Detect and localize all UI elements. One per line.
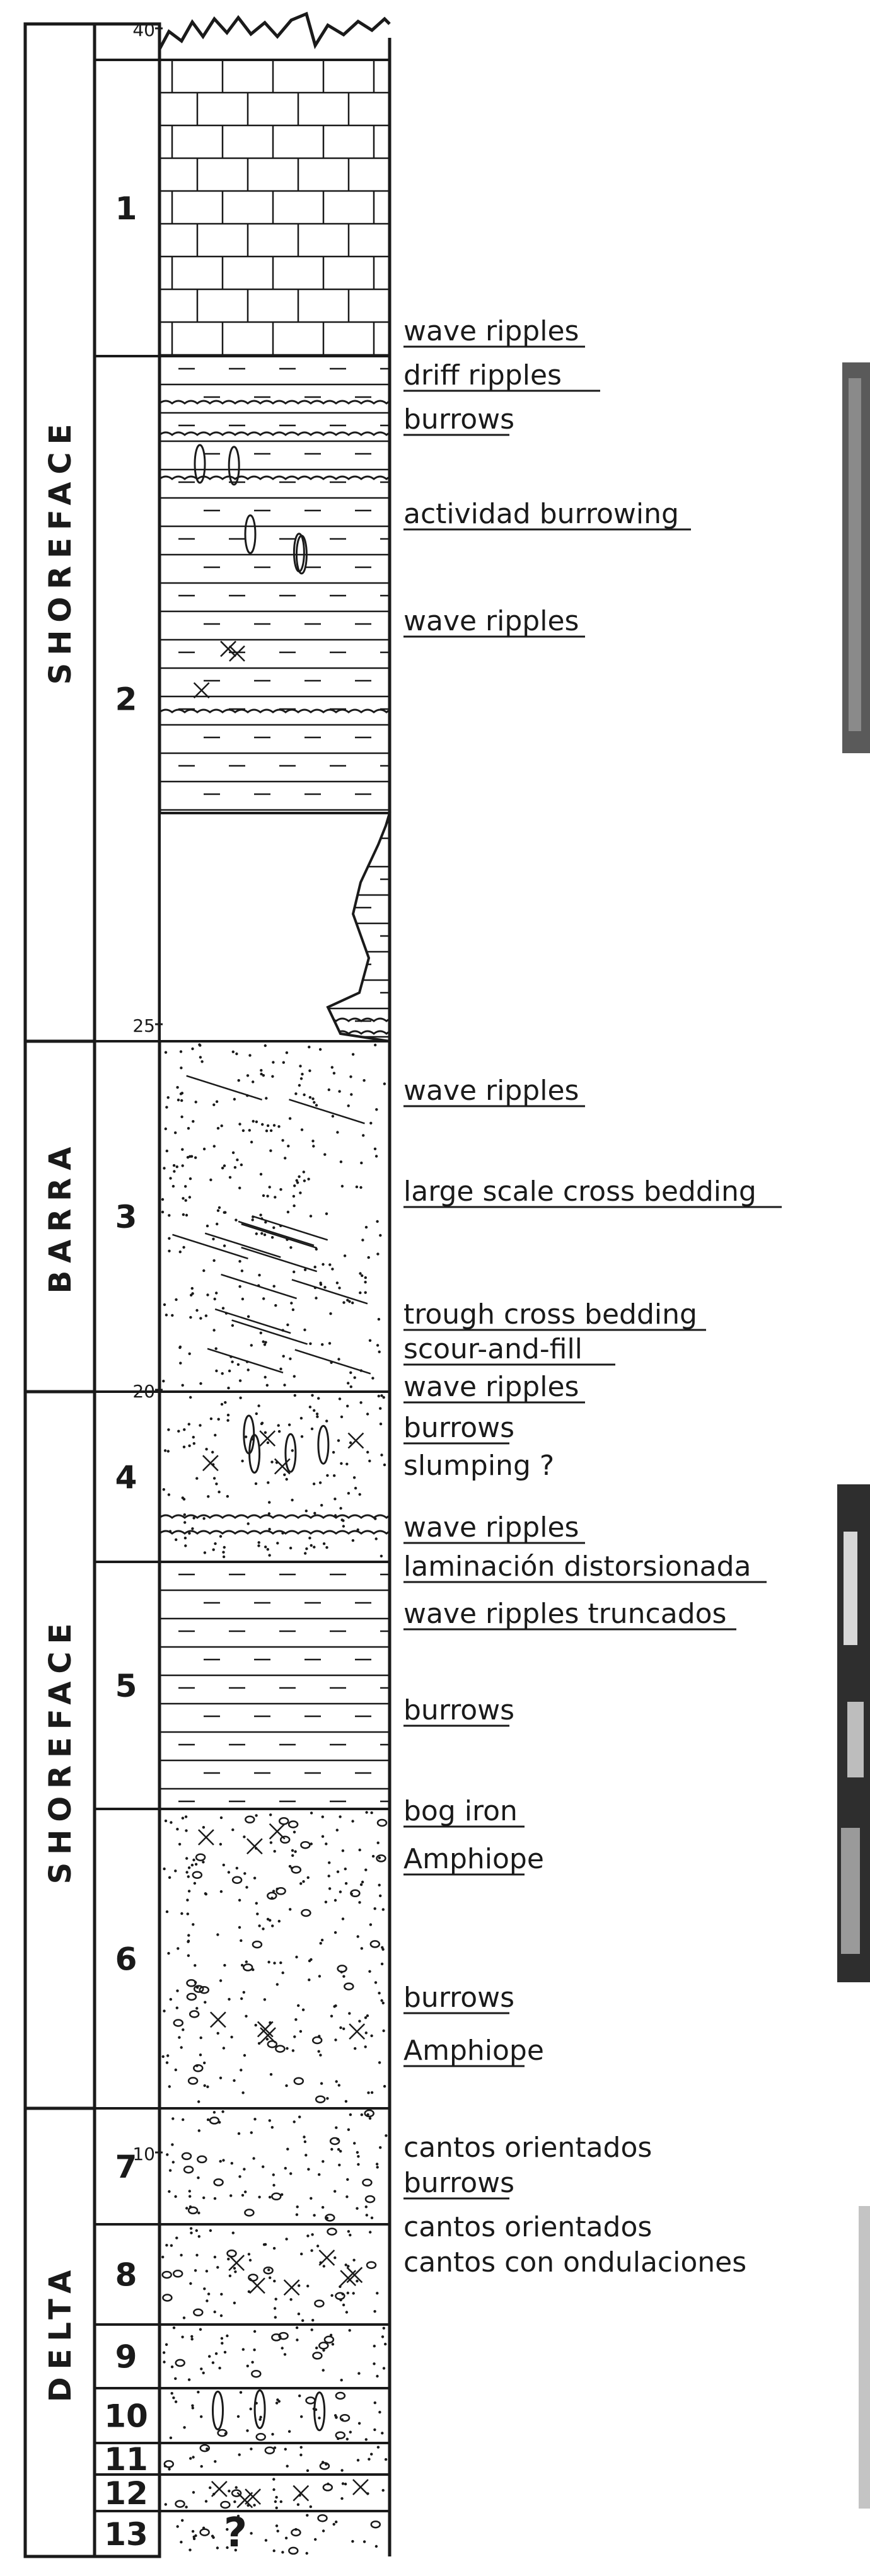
annotation-label: burrows	[403, 1694, 514, 1726]
unit-number: 13	[104, 2516, 148, 2553]
unit-number: 12	[104, 2475, 148, 2512]
annotation-label: burrows	[403, 1412, 514, 1444]
unit-number: 3	[115, 1199, 137, 1235]
environment-label: DELTA	[43, 2263, 78, 2402]
unit-number: 1	[115, 190, 137, 227]
photo-fragment-lower	[859, 2206, 870, 2509]
annotation-label: wave ripples	[403, 315, 579, 347]
annotation-label: burrows	[403, 2167, 514, 2199]
annotation-label: laminación distorsionada	[403, 1551, 751, 1583]
annotation-label: cantos orientados	[403, 2211, 652, 2243]
annotation-label: wave ripples	[403, 1511, 579, 1544]
annotations: wave ripples driff ripples burrows activida…	[403, 315, 782, 2279]
depth-label: 40	[132, 20, 155, 40]
unit-number: 4	[115, 1459, 137, 1496]
environment-label: BARRA	[43, 1140, 78, 1294]
weathered-top-outline	[160, 14, 390, 49]
unit-number: 5	[115, 1668, 137, 1704]
annotation-label: Amphiope	[403, 2035, 544, 2067]
annotation-label: bog iron	[403, 1795, 518, 1827]
depth-label: 25	[132, 1015, 155, 1036]
annotation-label: wave ripples	[403, 1371, 579, 1403]
unit-number: 8	[115, 2257, 137, 2294]
covered-interval-outline	[160, 813, 390, 1041]
unit-number: 11	[104, 2441, 148, 2478]
unit-number: 10	[104, 2398, 148, 2435]
environment-label: SHOREFACE	[43, 417, 78, 685]
unit-number: 2	[115, 681, 137, 718]
annotation-label: driff ripples	[403, 359, 562, 391]
unit-numbers: 12345678910111213	[104, 190, 148, 2553]
depth-label: 10	[132, 2144, 155, 2164]
annotation-label: wave ripples	[403, 605, 579, 637]
unit-number: 6	[115, 1941, 137, 1978]
annotation-label: scour-and-fill	[403, 1333, 583, 1365]
unit-number: 9	[115, 2339, 137, 2376]
annotation-label: large scale cross bedding	[403, 1175, 757, 1208]
annotation-label: Amphiope	[403, 1843, 544, 1875]
depth-label: 20	[132, 1381, 155, 1402]
annotation-label: cantos orientados	[403, 2132, 652, 2164]
lithology-patterns	[160, 60, 399, 2555]
annotation-label: burrows	[403, 1982, 514, 2014]
annotation-label: slumping ?	[403, 1450, 554, 1482]
photo-fragment-middle	[837, 1484, 870, 1982]
environment-label: SHOREFACE	[43, 1616, 78, 1885]
bottom-question-mark: ?	[224, 2510, 247, 2556]
annotation-label: burrows	[403, 403, 514, 436]
column-frame	[25, 24, 390, 2556]
environment-labels: SHOREFACE BARRA SHOREFACE DELTA	[25, 417, 95, 2403]
annotation-label: trough cross bedding	[403, 1298, 697, 1331]
annotation-label: actividad burrowing	[403, 498, 679, 530]
photo-fragment-upper	[842, 362, 870, 753]
annotation-label: cantos con ondulaciones	[403, 2246, 746, 2279]
annotation-label: wave ripples	[403, 1075, 579, 1107]
annotation-label: wave ripples truncados	[403, 1598, 726, 1630]
